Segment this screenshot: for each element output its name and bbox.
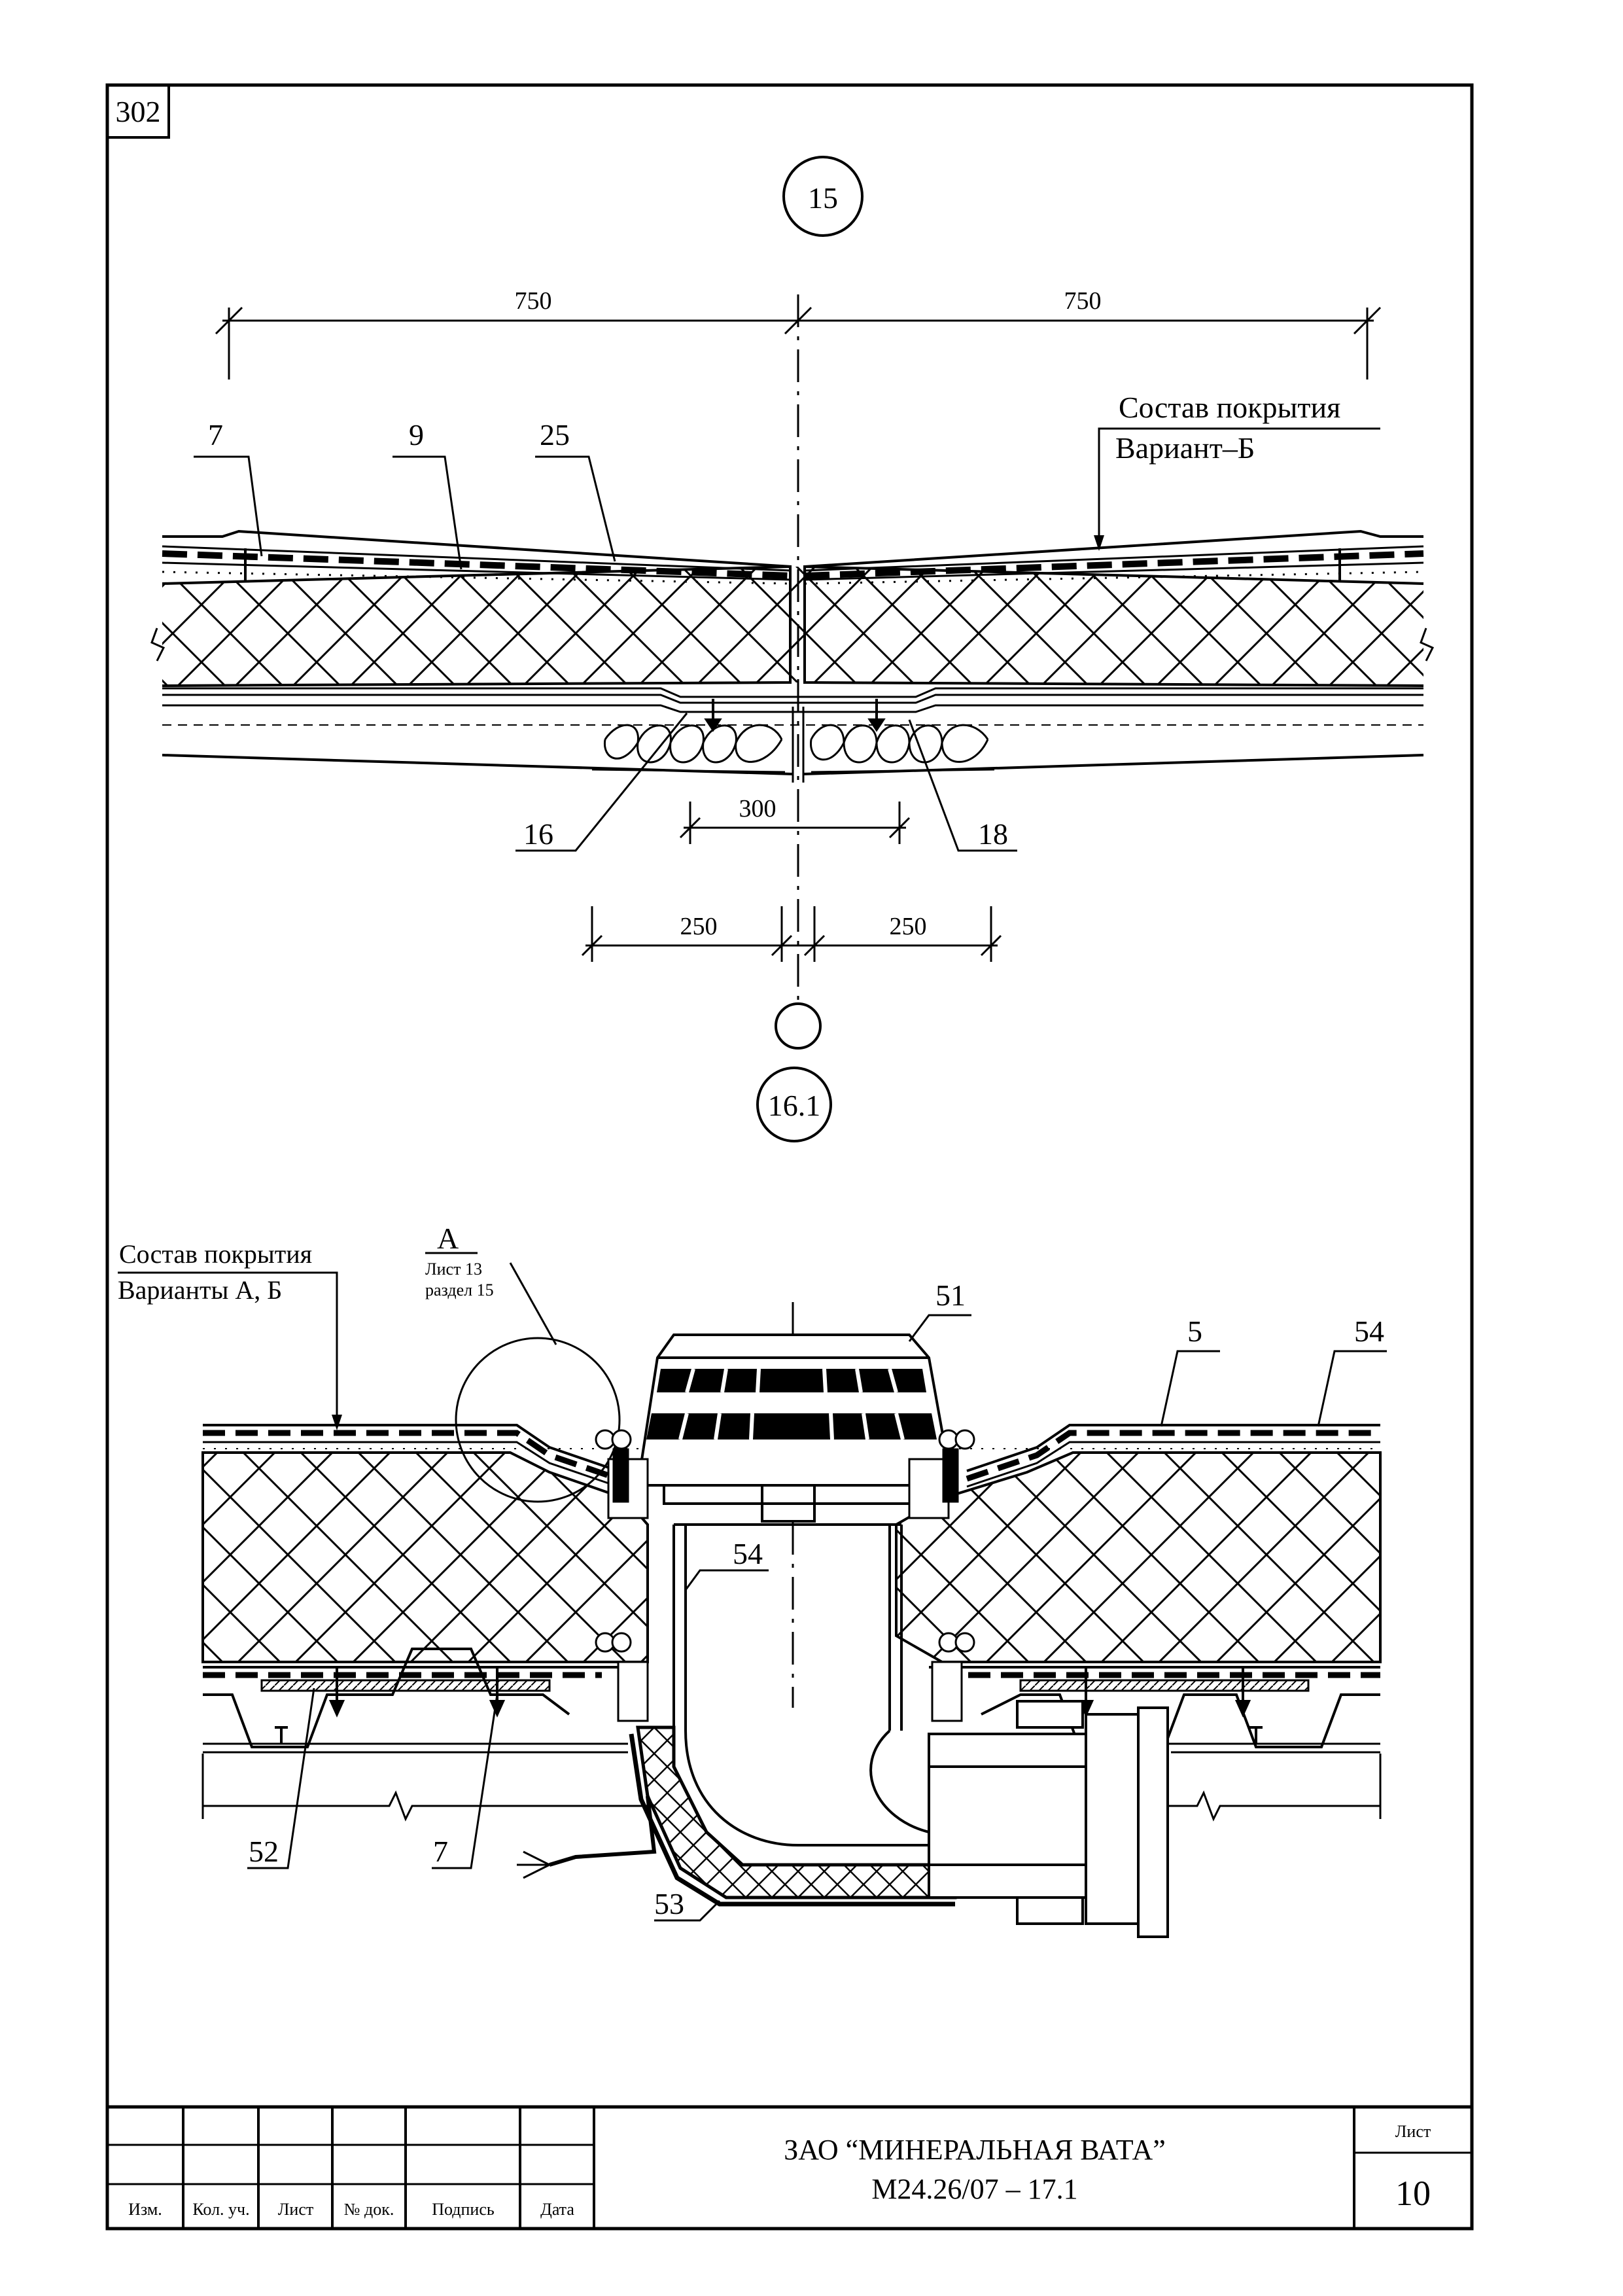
wool-wave-right (810, 724, 995, 773)
callout-18-top: 18 (978, 817, 1008, 851)
wool-wave-left (591, 724, 786, 773)
document-code: М24.26/07 – 17.1 (871, 2173, 1077, 2205)
header-date: Дата (540, 2200, 574, 2219)
corner-sheet-number: 302 (116, 95, 161, 128)
fasteners-top (704, 699, 886, 732)
detail-16-1-mark: 16.1 (768, 1089, 821, 1122)
dimension-750 (215, 306, 1382, 380)
revision-headers: Изм. Кол. уч. Лист № док. Подпись Дата (128, 2200, 574, 2219)
callout-9-top: 9 (409, 418, 424, 451)
callout-54-pipe: 54 (733, 1537, 763, 1570)
header-kol-uch: Кол. уч. (192, 2200, 249, 2219)
detail-15: 15 750 750 Состав покрытия Вариант–Б (150, 156, 1435, 1050)
drain-pipe-riser (672, 1523, 903, 1731)
callout-leaders-top (194, 455, 1017, 852)
node-letter: А (437, 1222, 459, 1255)
dimension-300 (679, 802, 911, 844)
dim-300: 300 (739, 795, 777, 822)
dim-250-left: 250 (680, 913, 718, 940)
heated-funnel-body (517, 1725, 957, 1907)
callout-52: 52 (249, 1835, 279, 1868)
callout-16-top: 16 (523, 817, 553, 851)
company-name: ЗАО “МИНЕРАЛЬНАЯ ВАТА” (784, 2134, 1166, 2166)
callout-53: 53 (654, 1887, 684, 1920)
callout-5: 5 (1187, 1315, 1202, 1348)
dim-250-right: 250 (890, 913, 927, 940)
dimension-250 (581, 906, 1002, 962)
vapor-barrier-and-deck (201, 1648, 1382, 1822)
roof-membrane-bottom (203, 1424, 1380, 1488)
header-doc-no: № док. (344, 2200, 394, 2219)
sheet-number: 10 (1395, 2174, 1431, 2213)
detail-15-mark-circle (782, 156, 864, 237)
header-list: Лист (278, 2200, 313, 2219)
node-ref-sheet: Лист 13 (425, 1260, 482, 1279)
callout-54-top: 54 (1354, 1315, 1384, 1348)
drain-strainer-cap (636, 1333, 954, 1523)
coating-variant-top: Вариант–Б (1115, 431, 1255, 465)
header-signature: Подпись (432, 2200, 495, 2219)
detail-15-mark: 15 (808, 181, 838, 215)
node-ref-section: раздел 15 (425, 1280, 494, 1299)
dim-left-750: 750 (515, 287, 552, 315)
coating-variants-bottom: Варианты А, Б (118, 1275, 282, 1305)
title-block (107, 2105, 1472, 2229)
sheet-frame (105, 83, 1474, 2231)
detail-16-1: 16.1 Состав покрытия Варианты А, Б А Лис… (118, 1067, 1387, 1938)
header-izm: Изм. (128, 2200, 162, 2219)
mineral-wool-slab-bottom (201, 1451, 1382, 1663)
detail-16-1-mark-circle (756, 1067, 832, 1142)
callout-7-bottom: 7 (433, 1835, 448, 1868)
callout-25-top: 25 (540, 418, 570, 451)
callout-7-top: 7 (208, 418, 223, 451)
deck-screws (275, 1669, 1263, 1744)
coating-label-bottom: Состав покрытия (119, 1239, 312, 1269)
dim-right-750: 750 (1064, 287, 1102, 315)
sheet-label: Лист (1395, 2122, 1431, 2141)
mineral-wool-slab-top (162, 565, 1424, 687)
drain-outlet-elbow (684, 1700, 1169, 1938)
callout-leaders-bottom (247, 1314, 1387, 1922)
coating-label-top: Состав покрытия (1119, 391, 1340, 424)
clamp-ring-bottom (595, 1632, 975, 1722)
callout-51: 51 (935, 1279, 966, 1312)
clamp-ring-top (595, 1429, 975, 1519)
section-marker-circle (775, 1002, 822, 1050)
